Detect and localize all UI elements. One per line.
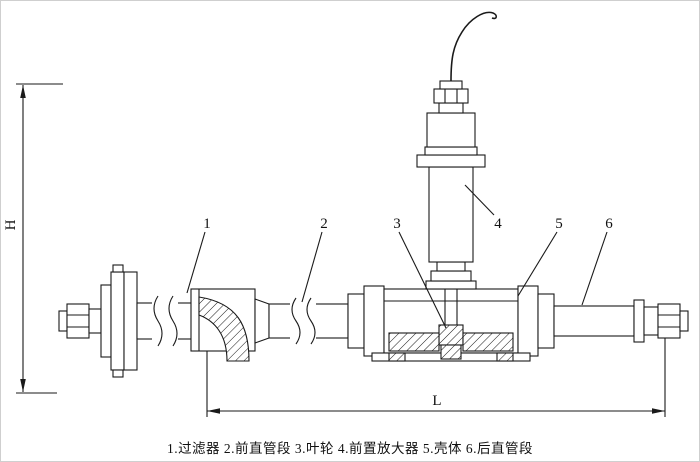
inlet-flange — [100, 264, 138, 378]
dimension-height: H — [3, 83, 63, 394]
break-line — [306, 297, 316, 345]
callout-4: 4 — [494, 216, 502, 232]
callout-2: 2 — [320, 216, 328, 232]
housing-section-hatch — [462, 332, 514, 352]
downstream-pipe-and-outlet — [553, 299, 689, 343]
upstream-straight-pipe — [254, 297, 349, 345]
callout-6: 6 — [605, 216, 613, 232]
break-line — [168, 295, 178, 347]
dimension-length: L — [206, 333, 666, 417]
callout-3: 3 — [393, 216, 401, 232]
callout-numbers: 1 2 3 4 5 6 — [203, 216, 613, 232]
callout-5: 5 — [555, 216, 563, 232]
parts-list-caption: 1.过滤器 2.前直管段 3.叶轮 4.前置放大器 5.壳体 6.后直管段 — [166, 441, 534, 456]
impeller — [438, 324, 464, 346]
housing-section-hatch — [388, 332, 440, 352]
meter-housing — [347, 280, 555, 362]
preamplifier — [416, 11, 498, 282]
pipe-section-inlet — [136, 295, 194, 347]
filter — [190, 288, 256, 362]
callout-leaders — [186, 184, 608, 329]
dimension-l-label: L — [432, 393, 441, 409]
break-line — [291, 297, 301, 345]
dimension-h-label: H — [3, 219, 19, 230]
inlet-end-fitting — [58, 303, 102, 339]
break-line — [153, 295, 163, 347]
signal-cable — [450, 11, 498, 82]
callout-1: 1 — [203, 216, 211, 232]
filter-screen-hatch — [198, 296, 250, 362]
